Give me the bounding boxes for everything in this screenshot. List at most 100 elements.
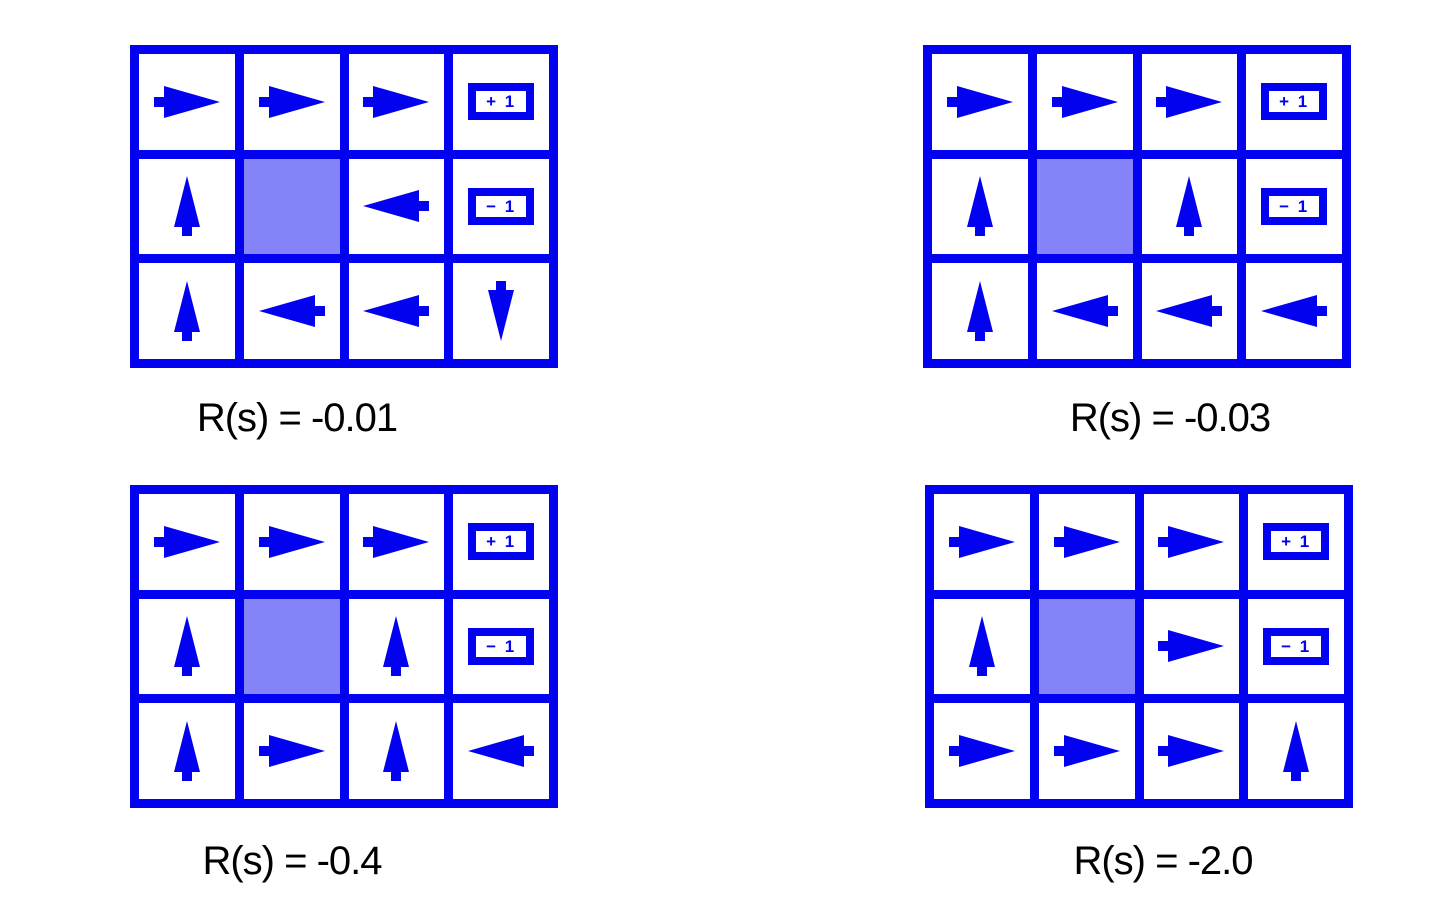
g2-cell-r2c4-minus: − 1 <box>1246 158 1342 255</box>
gridworld-r-2.0: + 1 − 1 <box>925 485 1353 808</box>
up-arrow-icon <box>1283 721 1310 782</box>
g4-cell-r2c1-up <box>934 598 1030 695</box>
g2-cell-r2c2-wall <box>1036 158 1133 255</box>
right-arrow-icon <box>258 525 325 558</box>
up-arrow-icon <box>173 616 200 677</box>
policy-grid-r-0.4: + 1 − 1 <box>130 485 558 808</box>
gridworld-r-0.01: + 1 − 1 <box>130 45 558 368</box>
policy-grid-r-2.0: + 1 − 1 <box>925 485 1353 808</box>
g1-cell-r3c1-up <box>139 263 235 359</box>
g3-cell-r2c2-wall <box>243 598 340 695</box>
right-arrow-icon <box>1051 85 1118 118</box>
right-arrow-icon <box>1053 525 1120 558</box>
g1-cell-r1c3-right <box>348 54 445 150</box>
g2-cell-r3c3-left <box>1141 263 1238 359</box>
g1-cell-r2c1-up <box>139 158 235 255</box>
g3-cell-r1c1-right <box>139 494 235 590</box>
g3-cell-r1c3-right <box>348 494 445 590</box>
up-arrow-icon <box>968 616 995 677</box>
g3-cell-r3c4-left <box>453 703 549 799</box>
g4-cell-r1c3-right <box>1143 494 1240 590</box>
right-arrow-icon <box>1053 735 1120 768</box>
gridworld-r-0.4: + 1 − 1 <box>130 485 558 808</box>
g2-cell-r2c1-up <box>932 158 1028 255</box>
terminal-plus-one: + 1 <box>1263 523 1330 561</box>
g4-cell-r1c1-right <box>934 494 1030 590</box>
g2-cell-r1c4-plus: + 1 <box>1246 54 1342 150</box>
g1-cell-r1c1-right <box>139 54 235 150</box>
g4-cell-r3c3-right <box>1143 703 1240 799</box>
caption-r-2.0: R(s) = -2.0 <box>1073 839 1253 883</box>
g3-cell-r3c3-up <box>348 703 445 799</box>
g1-cell-r2c2-wall <box>243 158 340 255</box>
g2-cell-r1c1-right <box>932 54 1028 150</box>
right-arrow-icon <box>1156 85 1223 118</box>
up-arrow-icon <box>966 176 993 237</box>
terminal-plus-one: + 1 <box>468 83 535 121</box>
g4-cell-r3c1-right <box>934 703 1030 799</box>
terminal-minus-one: − 1 <box>1263 627 1330 665</box>
g2-cell-r2c3-up <box>1141 158 1238 255</box>
g1-cell-r2c4-minus: − 1 <box>453 158 549 255</box>
g1-cell-r3c4-down <box>453 263 549 359</box>
up-arrow-icon <box>173 721 200 782</box>
up-arrow-icon <box>173 281 200 342</box>
left-arrow-icon <box>258 295 325 328</box>
right-arrow-icon <box>948 735 1015 768</box>
g1-cell-r3c3-left <box>348 263 445 359</box>
g1-cell-r2c3-left <box>348 158 445 255</box>
left-arrow-icon <box>363 190 430 223</box>
g4-cell-r3c2-right <box>1038 703 1135 799</box>
left-arrow-icon <box>1051 295 1118 328</box>
right-arrow-icon <box>363 525 430 558</box>
right-arrow-icon <box>1158 525 1225 558</box>
up-arrow-icon <box>173 176 200 237</box>
terminal-minus-one: − 1 <box>468 187 535 225</box>
right-arrow-icon <box>258 85 325 118</box>
g3-cell-r2c4-minus: − 1 <box>453 598 549 695</box>
terminal-minus-one: − 1 <box>1261 187 1328 225</box>
g3-cell-r1c2-right <box>243 494 340 590</box>
caption-r-0.03: R(s) = -0.03 <box>1069 396 1271 440</box>
g2-cell-r3c1-up <box>932 263 1028 359</box>
g1-cell-r1c2-right <box>243 54 340 150</box>
up-arrow-icon <box>966 281 993 342</box>
right-arrow-icon <box>153 85 220 118</box>
gridworld-r-0.03: + 1 − 1 <box>923 45 1351 368</box>
g2-cell-r1c2-right <box>1036 54 1133 150</box>
down-arrow-icon <box>488 281 515 342</box>
left-arrow-icon <box>468 735 535 768</box>
g4-cell-r2c4-minus: − 1 <box>1248 598 1344 695</box>
right-arrow-icon <box>153 525 220 558</box>
g3-cell-r2c3-up <box>348 598 445 695</box>
g1-cell-r1c4-plus: + 1 <box>453 54 549 150</box>
g2-cell-r3c2-left <box>1036 263 1133 359</box>
g1-cell-r3c2-left <box>243 263 340 359</box>
g3-cell-r2c1-up <box>139 598 235 695</box>
policy-grid-r-0.03: + 1 − 1 <box>923 45 1351 368</box>
g4-cell-r2c3-right <box>1143 598 1240 695</box>
g2-cell-r1c3-right <box>1141 54 1238 150</box>
terminal-minus-one: − 1 <box>468 627 535 665</box>
caption-r-0.01: R(s) = -0.01 <box>196 396 398 440</box>
left-arrow-icon <box>363 295 430 328</box>
g2-cell-r3c4-left <box>1246 263 1342 359</box>
caption-r-0.4: R(s) = -0.4 <box>202 839 382 883</box>
right-arrow-icon <box>363 85 430 118</box>
terminal-plus-one: + 1 <box>468 523 535 561</box>
g3-cell-r1c4-plus: + 1 <box>453 494 549 590</box>
left-arrow-icon <box>1261 295 1328 328</box>
left-arrow-icon <box>1156 295 1223 328</box>
right-arrow-icon <box>948 525 1015 558</box>
up-arrow-icon <box>1176 176 1203 237</box>
policy-grid-r-0.01: + 1 − 1 <box>130 45 558 368</box>
g3-cell-r3c1-up <box>139 703 235 799</box>
right-arrow-icon <box>1158 735 1225 768</box>
right-arrow-icon <box>946 85 1013 118</box>
g4-cell-r3c4-up <box>1248 703 1344 799</box>
g4-cell-r1c2-right <box>1038 494 1135 590</box>
g4-cell-r1c4-plus: + 1 <box>1248 494 1344 590</box>
right-arrow-icon <box>258 735 325 768</box>
up-arrow-icon <box>383 616 410 677</box>
